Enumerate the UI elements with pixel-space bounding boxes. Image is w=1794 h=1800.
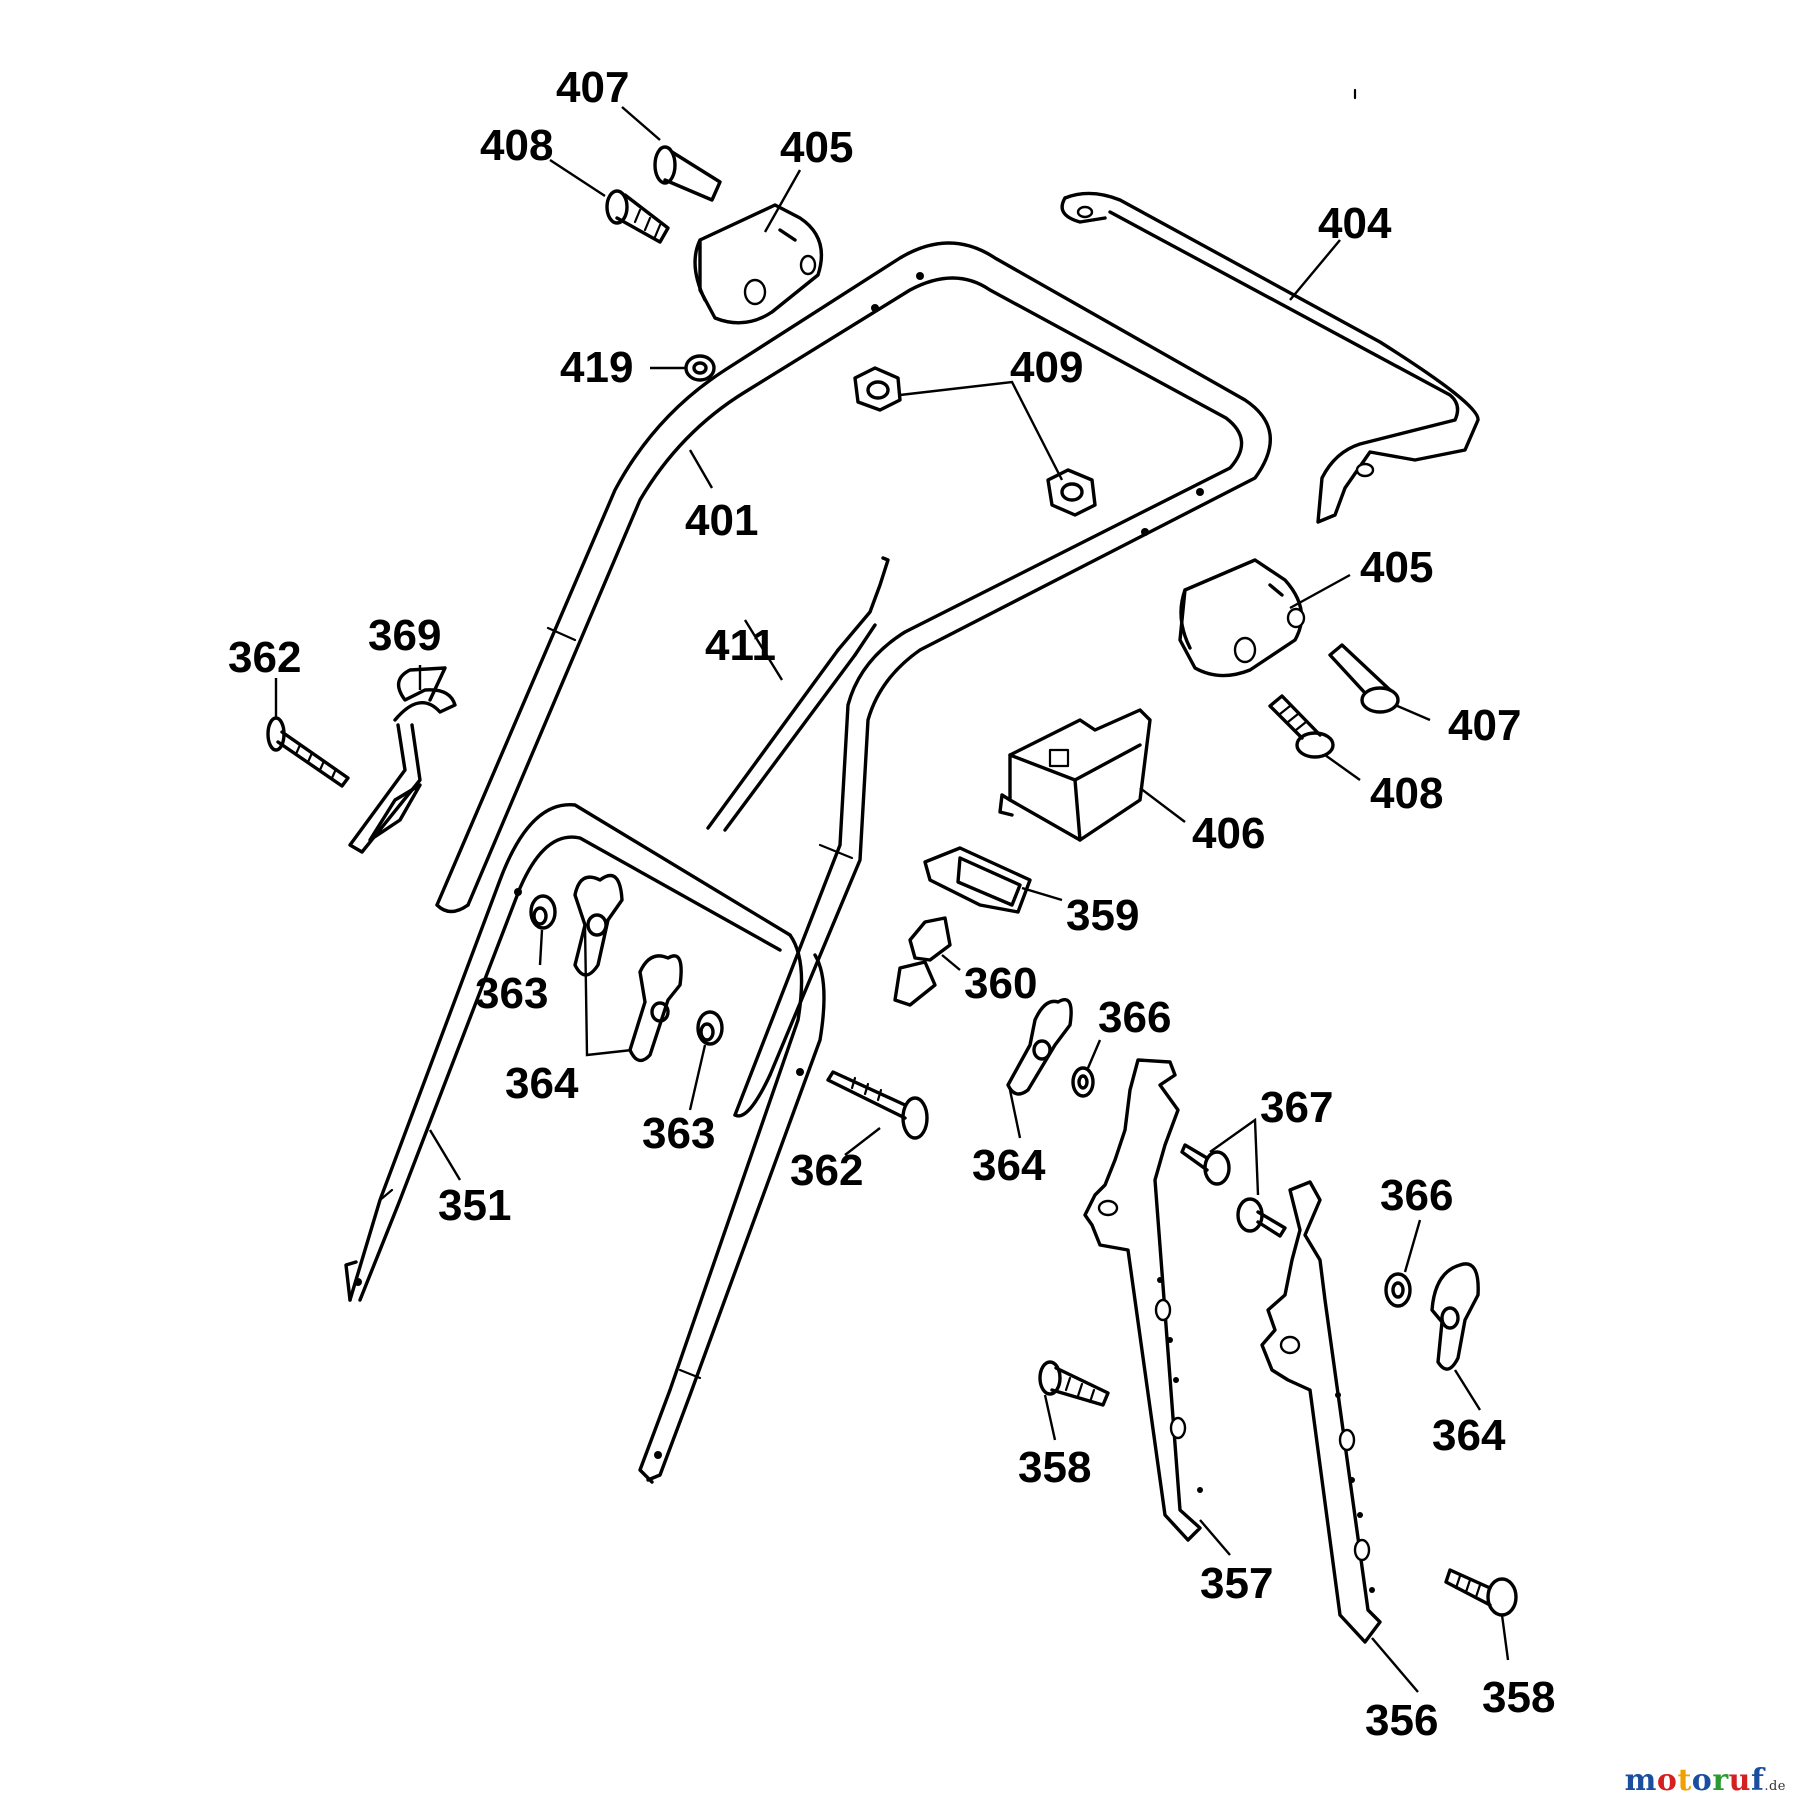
label-356: 356 xyxy=(1365,1696,1438,1745)
label-405-lower: 405 xyxy=(1360,543,1433,592)
label-364-c: 364 xyxy=(1432,1411,1506,1460)
watermark-letter: t xyxy=(1677,1763,1692,1798)
label-364-a: 364 xyxy=(505,1059,579,1108)
label-404: 404 xyxy=(1318,199,1392,248)
bracket-357 xyxy=(1083,1058,1203,1542)
part-labels: 407 408 405 404 419 409 401 405 411 362 … xyxy=(228,63,1555,1745)
clip-360 xyxy=(893,916,952,1007)
clamp-405-lower xyxy=(1178,558,1306,678)
bracket-356 xyxy=(1260,1180,1382,1644)
label-409: 409 xyxy=(1010,343,1083,392)
label-407-upper: 407 xyxy=(556,63,629,112)
watermark-tld: .de xyxy=(1764,1779,1786,1794)
label-401: 401 xyxy=(685,496,758,545)
label-369: 369 xyxy=(368,611,441,660)
clamp-405-upper xyxy=(693,203,824,325)
label-366-a: 366 xyxy=(1098,993,1171,1042)
bolt-358-a xyxy=(1038,1360,1110,1407)
watermark-logo: motoruf.de xyxy=(1625,1763,1786,1798)
cable-411 xyxy=(706,556,890,832)
label-411: 411 xyxy=(705,621,776,670)
label-408-upper: 408 xyxy=(480,121,553,170)
wing-nut-364-c xyxy=(1006,998,1073,1096)
label-362-left: 362 xyxy=(228,633,301,682)
watermark-letter: f xyxy=(1750,1763,1765,1798)
leader-lines xyxy=(274,106,1510,1693)
pin-407-upper xyxy=(653,145,722,202)
label-362-middle: 362 xyxy=(790,1146,863,1195)
bolt-358-b xyxy=(1444,1568,1518,1617)
watermark-letter: m xyxy=(1624,1763,1657,1798)
switch-box-406 xyxy=(998,708,1152,842)
watermark-letter: r xyxy=(1712,1763,1729,1798)
star-washer-363-right xyxy=(696,1010,724,1046)
washer-419 xyxy=(684,354,716,382)
wing-nut-364-b xyxy=(628,954,683,1063)
washer-366-a xyxy=(1071,1066,1095,1098)
label-351: 351 xyxy=(438,1181,511,1230)
label-358-b: 358 xyxy=(1482,1673,1555,1722)
label-363-left: 363 xyxy=(475,969,548,1018)
washer-366-b xyxy=(1384,1272,1412,1308)
nuts-409 xyxy=(853,366,1097,517)
label-358-a: 358 xyxy=(1018,1443,1091,1492)
label-367: 367 xyxy=(1260,1083,1333,1132)
label-405-upper: 405 xyxy=(780,123,853,172)
label-366-b: 366 xyxy=(1380,1171,1453,1220)
watermark-letter: u xyxy=(1728,1763,1751,1798)
label-359: 359 xyxy=(1066,891,1139,940)
screw-362-middle xyxy=(826,1070,929,1140)
label-363-right: 363 xyxy=(642,1109,715,1158)
label-407-lower: 407 xyxy=(1448,701,1521,750)
label-360: 360 xyxy=(964,959,1037,1008)
bracket-369 xyxy=(348,666,457,854)
wing-nut-364-a xyxy=(573,873,624,977)
bail-bar-404 xyxy=(1060,191,1480,524)
label-357: 357 xyxy=(1200,1559,1273,1608)
pin-407-lower xyxy=(1328,643,1400,714)
label-406: 406 xyxy=(1192,809,1265,858)
wing-nut-364-d xyxy=(1430,1262,1480,1371)
label-364-b: 364 xyxy=(972,1141,1046,1190)
label-419: 419 xyxy=(560,343,633,392)
label-408-lower: 408 xyxy=(1370,769,1443,818)
star-washer-363-left xyxy=(529,894,557,930)
lower-handle-351 xyxy=(344,803,826,1484)
bolt-408-lower xyxy=(1268,694,1335,759)
cover-359 xyxy=(923,846,1032,914)
watermark-letter: o xyxy=(1691,1763,1713,1798)
screw-362-left xyxy=(266,716,350,788)
watermark-letter: o xyxy=(1656,1763,1678,1798)
screws-367 xyxy=(1180,1143,1287,1238)
bolt-408-upper xyxy=(605,189,670,244)
upper-handle-401 xyxy=(435,241,1272,1118)
